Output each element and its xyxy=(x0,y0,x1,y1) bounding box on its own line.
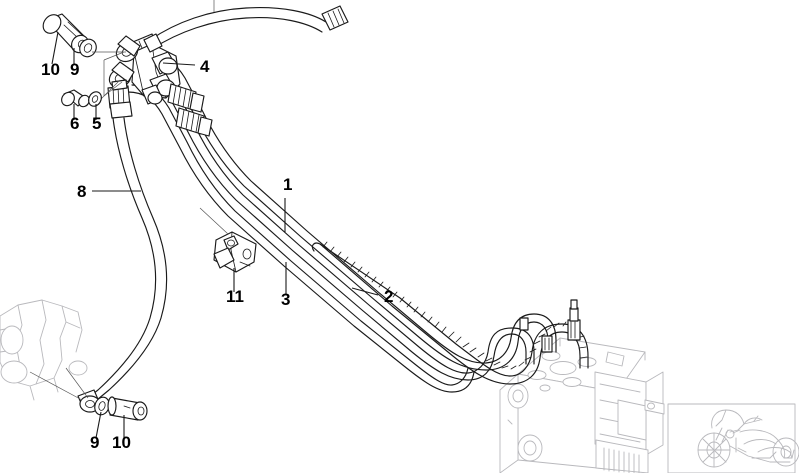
bleeder-nipples xyxy=(519,299,581,353)
callout-8: 8 xyxy=(77,182,141,201)
callout-11: 11 xyxy=(226,268,244,306)
callout-2-leader xyxy=(351,287,379,296)
callout-5: 5 xyxy=(92,104,101,133)
banjo-bolt-short xyxy=(61,89,90,108)
callout-11-label: 11 xyxy=(226,287,244,306)
callout-2: 2 xyxy=(351,287,393,306)
callout-1-label: 1 xyxy=(283,175,292,194)
callout-4-label: 4 xyxy=(200,57,210,76)
callout-9-bottom-leader xyxy=(95,411,102,439)
ferrule-lower xyxy=(175,107,213,137)
callout-9-bottom: 9 xyxy=(90,411,102,452)
callout-9-top: 9 xyxy=(70,48,79,79)
callout-10-bottom: 10 xyxy=(112,415,131,452)
sealing-ring-top xyxy=(79,38,97,58)
brake-line-lower xyxy=(127,84,475,393)
callout-4-leader xyxy=(162,62,196,66)
ferrule-upper xyxy=(167,83,205,113)
callout-6-label: 6 xyxy=(70,114,79,133)
callout-5-label: 5 xyxy=(92,114,101,133)
banjo-bolt-long-bottom xyxy=(107,396,148,421)
sealing-ring-small xyxy=(88,91,102,107)
line-ferrules-right xyxy=(167,83,213,137)
callout-9-top-label: 9 xyxy=(70,60,79,79)
callout-1: 1 xyxy=(283,175,292,232)
callout-10-top: 10 xyxy=(41,31,60,79)
hose-8-ferrule xyxy=(107,79,133,119)
callout-3-label: 3 xyxy=(281,290,290,309)
brake-caliper xyxy=(0,299,88,401)
line-clamp xyxy=(199,207,257,273)
callout-6: 6 xyxy=(70,104,79,133)
motorcycle-overview-thumbnail xyxy=(667,403,799,473)
hose-ferrule-right xyxy=(321,5,349,31)
callout-8-label: 8 xyxy=(77,182,86,201)
callout-3: 3 xyxy=(281,262,290,309)
callout-10-bottom-label: 10 xyxy=(112,433,131,452)
callout-layer: 1 2 3 4 56 8 9 10 11 9 10 xyxy=(41,31,393,452)
abs-pressure-modulator xyxy=(499,337,665,473)
banjo-eye-upper xyxy=(115,35,141,63)
callout-4: 4 xyxy=(162,57,210,76)
callout-2-label: 2 xyxy=(384,287,393,306)
callout-10-top-leader xyxy=(51,31,59,65)
brake-hose xyxy=(79,79,168,405)
callout-10-top-label: 10 xyxy=(41,60,60,79)
callout-9-bottom-label: 9 xyxy=(90,433,99,452)
